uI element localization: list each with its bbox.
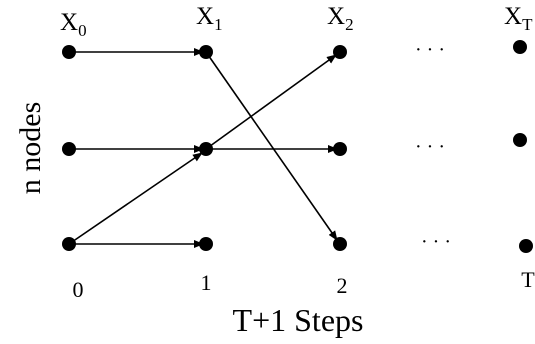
node-x1-row2 [199, 237, 213, 251]
step-label-t: T [521, 267, 535, 292]
node-x0-row2 [62, 237, 76, 251]
column-label-x0: X0 [60, 9, 87, 40]
ellipsis-row0: · · · [415, 39, 445, 61]
column-label-x1: X1 [196, 3, 223, 34]
node-x2-row2 [333, 237, 347, 251]
node-xt-row1 [513, 133, 527, 147]
row-axis-label: n nodes [14, 102, 47, 195]
ellipsis-row2: · · · [421, 231, 451, 253]
step-label-1: 1 [201, 270, 212, 295]
nodes [62, 40, 533, 253]
edge-x1r0-to-x2r2 [205, 51, 338, 241]
column-label-xt: XT [504, 3, 533, 34]
node-xt-row0 [513, 40, 527, 54]
node-x2-row1 [333, 142, 347, 156]
node-x2-row0 [333, 45, 347, 59]
step-label-0: 0 [73, 277, 84, 302]
node-x0-row0 [62, 45, 76, 59]
edge-x1r1-to-x2r0 [205, 54, 337, 150]
node-x1-row0 [199, 45, 213, 59]
node-x1-row1 [199, 142, 213, 156]
steps-caption: T+1 Steps [233, 302, 364, 338]
step-label-2: 2 [337, 273, 348, 298]
column-label-x2: X2 [327, 3, 354, 34]
node-xt-row2 [519, 239, 533, 253]
ellipsis-row1: · · · [415, 136, 445, 158]
edges [68, 48, 338, 248]
node-x0-row1 [62, 142, 76, 156]
edge-x0r2-to-x1r1 [68, 152, 203, 245]
